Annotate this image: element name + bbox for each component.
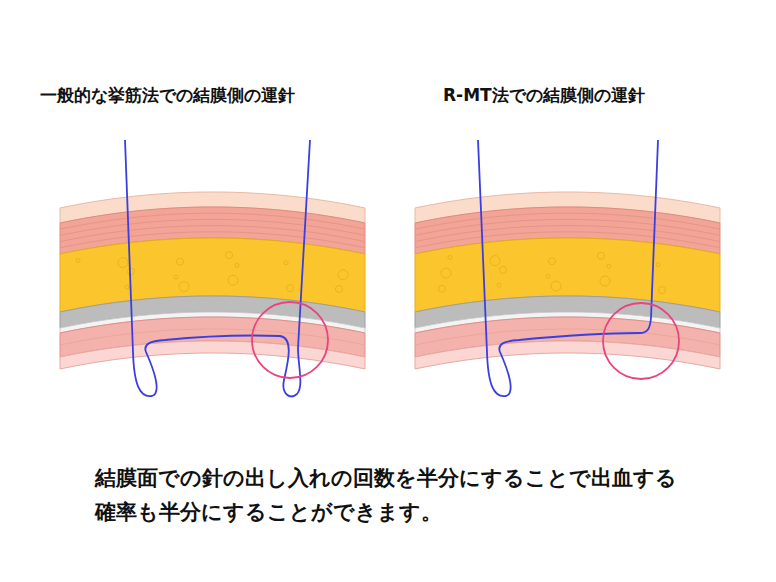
fat-bubble [549, 258, 556, 265]
tissue-panel [415, 192, 720, 369]
fat-bubble [228, 275, 238, 285]
muscle-fibre [415, 226, 720, 242]
fat-bubble [128, 268, 135, 275]
muscle-fibre [60, 219, 365, 235]
fat-bubble [125, 285, 129, 289]
fat-bubble [179, 282, 189, 292]
fat-bubble [284, 261, 288, 265]
highlight-circle [603, 303, 679, 379]
fat-bubble [76, 258, 80, 262]
fat-bubble [177, 258, 184, 265]
muscle-fibre [60, 226, 365, 242]
conjunctiva-layer [415, 341, 720, 369]
fat-bubble [441, 268, 451, 278]
fat-bubble [551, 281, 561, 291]
muscle-fibre [415, 232, 720, 248]
fat-bubble [448, 255, 452, 259]
fat-bubble [546, 274, 550, 278]
suture-thread [125, 140, 310, 396]
muscle-fibre [60, 213, 365, 229]
muscle-fibre [415, 219, 720, 235]
fat-bubble [174, 275, 178, 279]
tarsus-line [415, 329, 720, 345]
fat-bubble [656, 263, 660, 267]
fat-bubble [439, 285, 446, 292]
fat-bubble [497, 283, 501, 287]
highlight-circle [252, 302, 328, 378]
fat-bubble [607, 264, 611, 268]
fat-bubble [598, 252, 605, 259]
fat-bubble [659, 287, 666, 294]
muscle-fibre [60, 232, 365, 248]
fat-bubble [338, 270, 348, 280]
caption: 結膜面での針の出し入れの回数を半分にすることで出血する 確率も半分にすることがで… [95, 462, 701, 529]
panel-title: 一般的な挙筋法での結膜側の運針 [40, 84, 295, 107]
panel-title: R-MT法での結膜側の運針 [443, 84, 645, 107]
fat-bubble [336, 286, 343, 293]
fat-bubble [500, 266, 507, 273]
suture-thread [478, 140, 658, 396]
tissue-panel [60, 192, 365, 369]
fat-bubble [600, 276, 610, 286]
fat-bubble [287, 285, 294, 292]
fat-bubble [490, 256, 500, 266]
fat-bubble [118, 258, 128, 268]
fat-bubble [235, 263, 239, 267]
fat-bubble [226, 252, 233, 259]
muscle-fibre [415, 213, 720, 229]
